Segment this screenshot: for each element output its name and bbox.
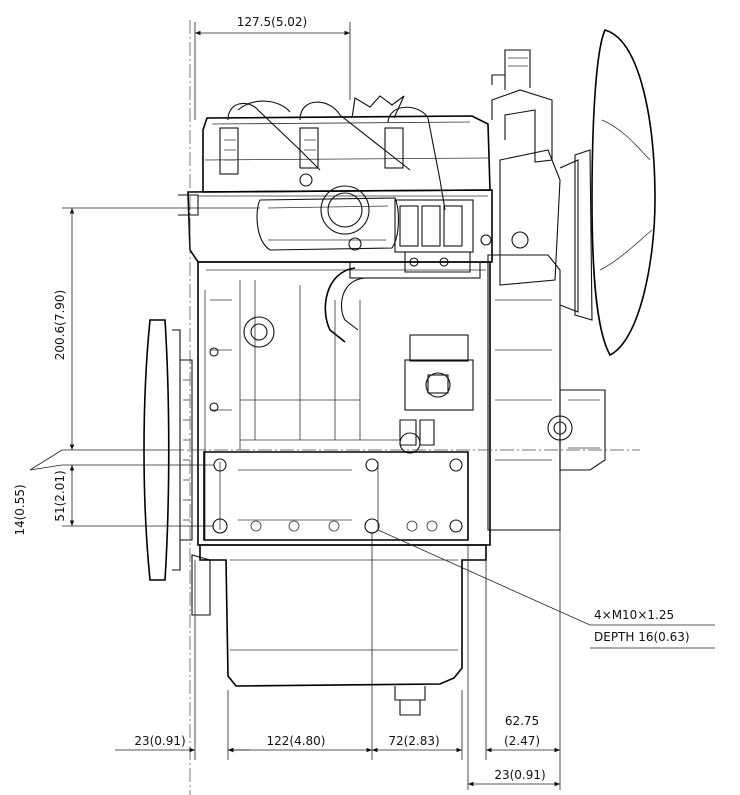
callout-depth: DEPTH 16(0.63)	[594, 630, 690, 644]
dim-vertical-height: 200.6(7.90)	[53, 290, 67, 360]
dim-bottom-d-line2: (2.47)	[504, 734, 540, 748]
dim-bottom-d-line1: 62.75	[505, 714, 539, 728]
dim-bottom-c: 72(2.83)	[388, 734, 439, 748]
dimension-labels: 127.5(5.02) 200.6(7.90) 14(0.55) 51(2.01…	[13, 15, 690, 782]
dim-bottom-e: 23(0.91)	[494, 768, 545, 782]
dim-bottom-a: 23(0.91)	[134, 734, 185, 748]
bolt-holes	[212, 458, 463, 534]
dim-top-width: 127.5(5.02)	[237, 15, 307, 29]
dim-left-mid: 51(2.01)	[53, 470, 67, 521]
dim-left-small: 14(0.55)	[13, 484, 27, 535]
center-lines	[170, 20, 640, 795]
engine-outline	[143, 29, 656, 716]
dim-bottom-b: 122(4.80)	[267, 734, 326, 748]
dimension-lines	[29, 22, 715, 790]
callout-thread: 4×M10×1.25	[594, 608, 674, 622]
